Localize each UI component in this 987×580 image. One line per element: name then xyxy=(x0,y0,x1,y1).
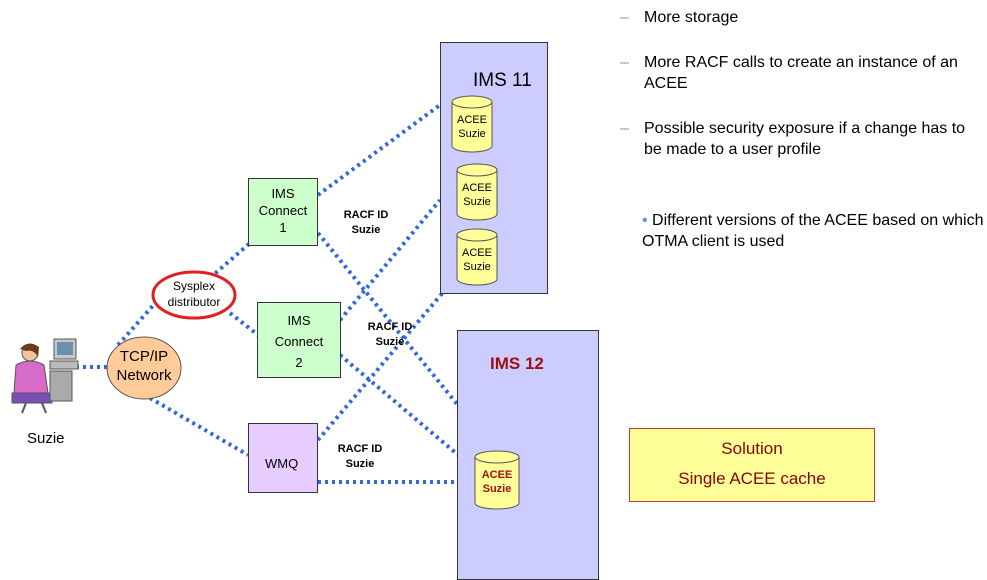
connect2-line3: 2 xyxy=(295,355,303,370)
ims12-acee-cache: ACEE Suzie xyxy=(474,450,520,510)
connect1-line1: IMS xyxy=(271,186,295,201)
cache-label-line2: Suzie xyxy=(458,128,486,140)
cache-label-line2: Suzie xyxy=(482,483,512,495)
sysplex-label-line2: distributor xyxy=(167,295,221,309)
racf-label-wmq: RACF ID Suzie xyxy=(330,442,390,472)
wire-sysplex-connect1 xyxy=(208,241,252,280)
ims12-title: IMS 12 xyxy=(490,354,544,373)
cache-label-line1: ACEE xyxy=(462,247,492,259)
dash-icon: – xyxy=(620,120,629,137)
solution-box: Solution Single ACEE cache xyxy=(629,428,875,502)
wire-connect2-ims12 xyxy=(338,353,472,467)
wire-wmq-ims11 xyxy=(316,288,447,442)
solution-text: Single ACEE cache xyxy=(678,469,826,488)
cache-label-line1: ACEE xyxy=(457,114,487,126)
bullet-text: Possible security exposure if a change h… xyxy=(644,120,966,158)
dash-icon: – xyxy=(620,54,629,71)
person-at-computer-icon xyxy=(11,338,79,414)
racf-line2: Suzie xyxy=(375,336,405,348)
wire-sysplex-connect2 xyxy=(228,311,260,337)
connect1-line3: 1 xyxy=(279,220,287,235)
network-label-line2: Network xyxy=(116,367,172,384)
database-cylinder-icon xyxy=(456,163,498,221)
ims11-acee-cache-2: ACEE Suzie xyxy=(456,163,498,221)
cache-label-line2: Suzie xyxy=(463,196,491,208)
sub-bullet-text: Different versions of the ACEE based on … xyxy=(642,212,984,250)
racf-label-connect2: RACF ID Suzie xyxy=(360,320,420,350)
sub-bullet-item: • Different versions of the ACEE based o… xyxy=(642,210,987,252)
wire-network-wmq xyxy=(148,396,250,457)
cache-label-line1: ACEE xyxy=(481,469,513,481)
network-label-line1: TCP/IP xyxy=(119,348,169,365)
wmq-label: WMQ xyxy=(265,456,299,471)
database-cylinder-icon xyxy=(456,228,498,286)
ims11-acee-cache-1: ACEE Suzie xyxy=(451,95,493,153)
ims11-acee-cache-3: ACEE Suzie xyxy=(456,228,498,286)
wire-connect2-ims11 xyxy=(338,198,442,322)
ims11-title: IMS 11 xyxy=(473,70,532,91)
cache-label-line2: Suzie xyxy=(463,261,491,273)
sysplex-distributor-node: Sysplex distributor xyxy=(151,270,237,320)
database-cylinder-icon xyxy=(451,95,493,153)
ims-connect-2-box: IMS Connect 2 xyxy=(257,302,341,378)
user-figure xyxy=(6,335,80,415)
racf-label-connect1: RACF ID Suzie xyxy=(336,208,396,238)
wire-connect1-ims11 xyxy=(316,103,442,197)
connect2-line1: IMS xyxy=(287,313,311,328)
solution-title: Solution xyxy=(721,439,783,458)
cache-label-line1: ACEE xyxy=(462,182,492,194)
tcpip-network-node: TCP/IP Network xyxy=(106,336,182,400)
bullet-text: More RACF calls to create an instance of… xyxy=(644,54,958,92)
racf-line1: RACF ID xyxy=(343,209,389,221)
ims-connect-1-box: IMS Connect 1 xyxy=(248,178,318,246)
sysplex-label-line1: Sysplex xyxy=(172,279,216,293)
racf-line2: Suzie xyxy=(351,224,381,236)
racf-line1: RACF ID xyxy=(367,321,413,333)
database-cylinder-icon xyxy=(474,450,520,510)
bullet-dot-icon: • xyxy=(642,212,648,229)
racf-line2: Suzie xyxy=(345,458,375,470)
dash-icon: – xyxy=(620,9,629,26)
wire-connect1-ims12 xyxy=(316,231,472,422)
bullet-text: More storage xyxy=(644,9,739,26)
connect2-line2: Connect xyxy=(274,334,324,349)
racf-line1: RACF ID xyxy=(337,443,383,455)
user-label: Suzie xyxy=(27,430,65,447)
connect1-line2: Connect xyxy=(258,203,308,218)
wire-network-sysplex xyxy=(116,298,160,347)
wmq-box: WMQ xyxy=(248,423,318,493)
